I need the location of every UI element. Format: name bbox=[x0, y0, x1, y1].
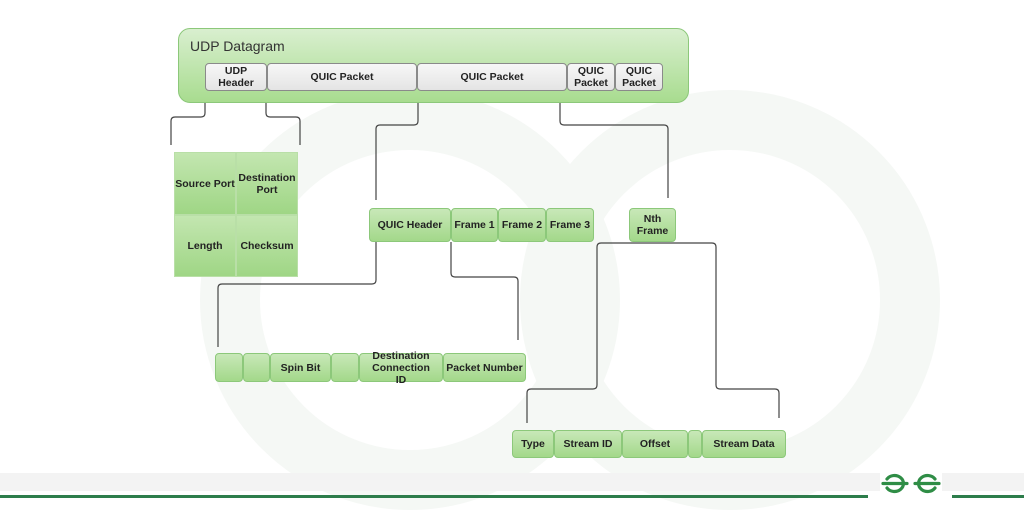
connector-quic-header-left bbox=[217, 242, 377, 347]
quic-packet-cell: QUIC Packet bbox=[567, 63, 615, 91]
stream-data-cell: Stream Data bbox=[702, 430, 786, 458]
length-cell: Length bbox=[174, 215, 236, 277]
destination-connection-id-cell: Destination Connection ID bbox=[359, 350, 443, 386]
type-cell: Type bbox=[512, 430, 554, 458]
footer-line-right bbox=[952, 495, 1024, 498]
spin-bit-cell: Spin Bit bbox=[270, 353, 331, 382]
frame-cell: Frame 3 bbox=[546, 208, 594, 242]
connector-nth-frame-left bbox=[526, 242, 640, 423]
quic-header-cell: QUIC Header bbox=[369, 208, 451, 242]
footer-line-left bbox=[0, 495, 868, 498]
connector-udp-header-left bbox=[170, 90, 206, 145]
source-port-cell: Source Port bbox=[174, 152, 236, 215]
connector-quic-packet-right bbox=[559, 90, 669, 198]
destination-port-cell: Destination Port bbox=[236, 152, 298, 215]
quic-packet-cell: QUIC Packet bbox=[417, 63, 567, 91]
quic-header-field-cell bbox=[215, 353, 243, 382]
stream-id-cell: Stream ID bbox=[554, 430, 622, 458]
quic-packet-cell: QUIC Packet bbox=[615, 63, 663, 91]
udp-datagram-title: UDP Datagram bbox=[190, 38, 285, 54]
gfg-logo-icon bbox=[881, 473, 941, 494]
quic-header-field-cell bbox=[331, 353, 359, 382]
frame-cell: Frame 2 bbox=[498, 208, 546, 242]
connector-quic-header-right bbox=[450, 242, 519, 340]
offset-cell: Offset bbox=[622, 430, 688, 458]
checksum-cell: Checksum bbox=[236, 215, 298, 277]
udp-header-cell: UDP Header bbox=[205, 63, 267, 91]
frame-field-cell bbox=[688, 430, 702, 458]
frame-cell: Frame 1 bbox=[451, 208, 498, 242]
connector-nth-frame-right bbox=[640, 242, 780, 418]
connector-udp-header-right bbox=[265, 90, 301, 145]
nth-frame-cell: Nth Frame bbox=[629, 208, 676, 242]
quic-header-field-cell bbox=[243, 353, 270, 382]
gfg-logo bbox=[880, 466, 942, 500]
packet-number-cell: Packet Number bbox=[443, 353, 526, 382]
quic-packet-cell: QUIC Packet bbox=[267, 63, 417, 91]
footer-band bbox=[0, 473, 1024, 491]
connector-quic-packet-left bbox=[375, 90, 419, 200]
